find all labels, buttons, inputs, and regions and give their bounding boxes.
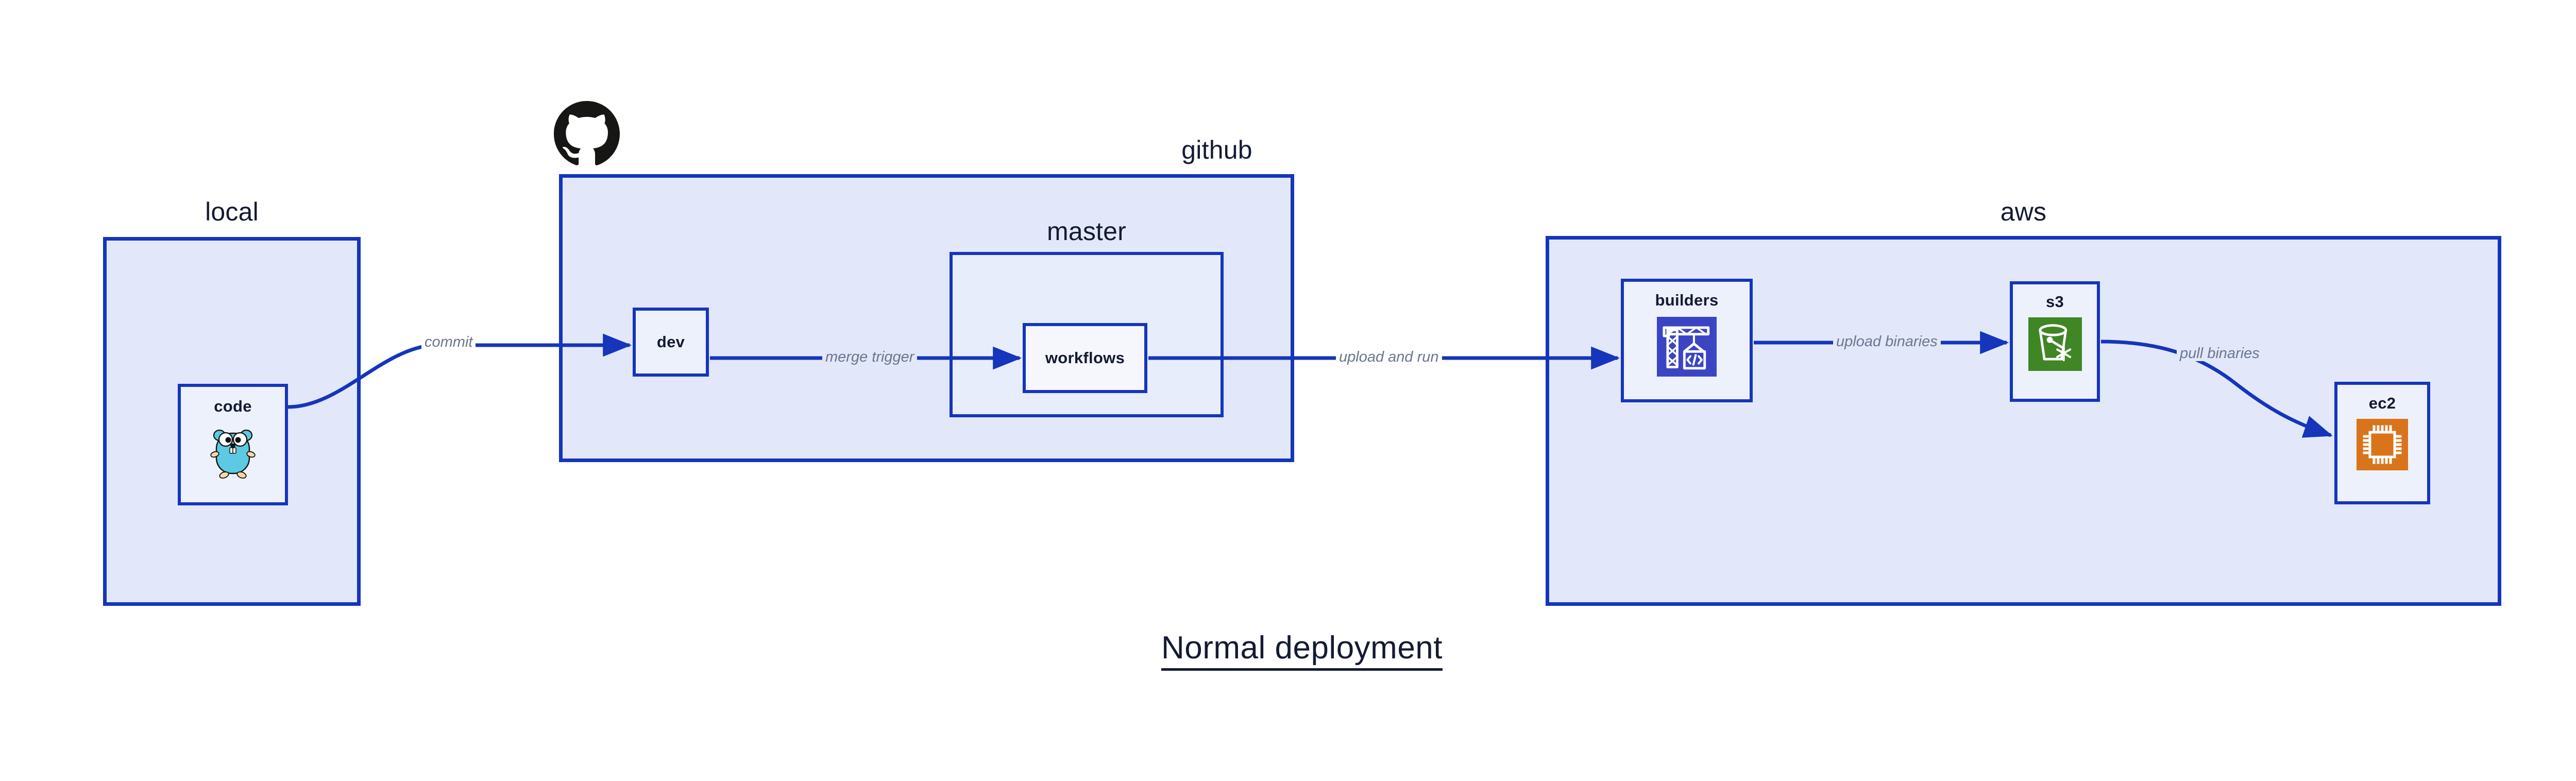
group-label-github: github — [1181, 135, 1252, 164]
edge-label-upload-binaries: upload binaries — [1833, 334, 1941, 349]
node-dev[interactable]: dev — [633, 308, 709, 377]
s3-bucket-icon — [2028, 317, 2082, 371]
edge-label-pull-binaries: pull binaries — [2177, 346, 2263, 361]
edge-label-commit: commit — [421, 335, 476, 350]
node-label-dev: dev — [656, 333, 685, 351]
crane-code-icon — [1657, 317, 1717, 377]
page-title-text: Normal deployment — [1161, 630, 1443, 671]
edge-label-merge-trigger: merge trigger — [822, 350, 918, 365]
node-ec2[interactable]: ec2 — [2334, 382, 2430, 504]
node-label-builders: builders — [1655, 291, 1719, 309]
group-label-local: local — [205, 197, 259, 226]
ec2-cpu-chip-icon — [2357, 419, 2408, 470]
node-label-s3: s3 — [2045, 293, 2064, 311]
page-title: Normal deployment — [0, 630, 2576, 671]
node-label-code: code — [214, 397, 252, 415]
go-gopher-icon — [208, 423, 258, 480]
edge-label-upload-and-run: upload and run — [1336, 350, 1442, 365]
node-label-workflows: workflows — [1045, 349, 1125, 367]
node-s3[interactable]: s3 — [2010, 281, 2100, 402]
node-builders[interactable]: builders — [1621, 279, 1753, 402]
subgroup-label-master: master — [1046, 217, 1126, 246]
node-label-ec2: ec2 — [2368, 394, 2396, 412]
group-label-aws: aws — [2000, 197, 2047, 226]
node-workflows[interactable]: workflows — [1023, 323, 1147, 393]
node-code[interactable]: code — [178, 384, 288, 505]
github-octocat-icon — [554, 101, 620, 167]
